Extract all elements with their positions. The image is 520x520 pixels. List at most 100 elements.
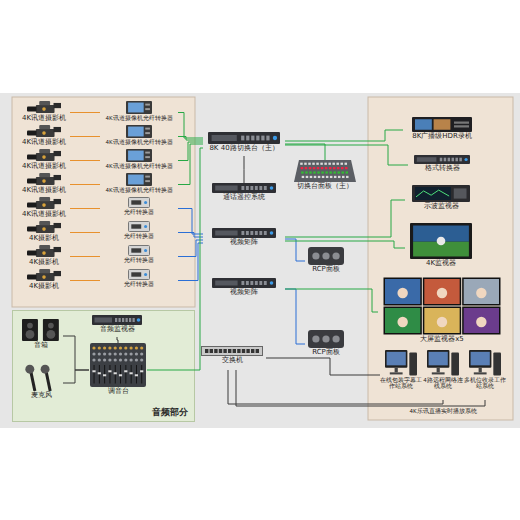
device-label: 示波监视器 [424,203,459,211]
device-label: 8K 40路切换台（主） [209,145,278,153]
signal-cable [117,337,118,343]
speakers-icon [22,319,60,341]
signal-cable [70,280,100,281]
device-label: 光纤转换器 [124,233,154,240]
signal-cable [285,200,405,237]
device-node: RCP面板 [305,245,347,277]
mixer-icon [90,343,146,387]
rack-icon [414,155,470,164]
conv-icon [128,245,150,256]
device-label: 音频监视器 [100,326,135,333]
signal-cable [147,148,203,370]
device-node: 4K讯道摄影机 [18,197,70,220]
device-label: 通话遥控系统 [223,194,265,202]
camera-icon [27,221,61,234]
camera-icon [27,245,61,258]
device-label: 麦克风 [31,392,52,400]
signal-cable [228,370,443,404]
device-label: 4K讯道摄像机光纤转换器 [105,187,172,193]
device-label: 4K讯道摄像机光纤转换器 [105,163,172,169]
device-node: 视频矩阵 [203,278,285,300]
device-label: 多机位收录工作站系统 [464,377,506,389]
device-node: 在线包装字幕工作站系统 [380,350,422,400]
device-label: 格式转换器 [425,165,460,173]
camera-icon [27,197,61,210]
device-label: 视频矩阵 [230,289,258,297]
device-node: 4K摄影机 [18,245,70,268]
signal-cable [236,370,485,406]
signal-cable [178,240,203,257]
device-node: 4路远程网络连线系统 [422,350,464,400]
signal-cable [70,232,100,233]
camera-icon [27,149,61,162]
signal-cable [70,184,100,185]
device-node: 音频监视器 [87,315,147,337]
device-label: 4K讯道摄影机 [22,163,66,171]
device-label: 视频矩阵 [230,239,258,247]
device-label: 4K讯道摄像机光纤转换器 [105,139,172,145]
device-node: RCP面板 [305,328,347,360]
conv-icon [128,269,150,280]
conv4k-icon [126,125,152,138]
device-node: 切换台面板（主） [290,160,360,193]
device-label: 交换机 [222,357,243,365]
device-node: 光纤转换器 [100,245,178,268]
device-node: 4K讯道摄影机 [18,101,70,124]
system-note: 4K乐讯直播实时播放系统 [376,408,510,414]
conv-icon [128,197,150,208]
device-node: 4K讯道摄影机 [18,149,70,172]
device-node: 光纤转换器 [100,221,178,244]
device-label: 4K摄影机 [29,259,59,267]
device-node: 大屏监视器x5 [378,277,506,347]
device-node: 4K摄影机 [18,221,70,244]
conv4k-icon [126,101,152,114]
rcp-icon [308,328,344,348]
camera-icon [27,269,61,282]
device-node: 8K广播级HDR录机 [403,117,481,143]
signal-cable [244,156,245,183]
device-node: 通话遥控系统 [203,183,285,205]
signal-cable [285,144,325,160]
device-label: 4路远程网络连线系统 [422,377,464,389]
signal-cable [285,289,305,344]
camera-icon [27,173,61,186]
device-label: 光纤转换器 [124,257,154,264]
monitor-icon [410,223,472,259]
conv4k-icon [126,173,152,186]
device-node: 格式转换器 [408,155,476,175]
device-node: 视频矩阵 [203,228,285,250]
display-panel [368,97,513,420]
signal-cable [70,256,100,257]
computer-icon [469,350,501,376]
device-label: 4K摄影机 [29,283,59,291]
signal-cable [70,208,100,209]
device-node: 4K讯道摄影机 [18,173,70,196]
computer-icon [385,350,417,376]
signal-cable [285,130,403,141]
device-node: 交换机 [198,346,266,370]
device-label: 4K讯道摄影机 [22,115,66,123]
device-node: 麦克风 [19,363,63,403]
device-node: 多机位收录工作站系统 [464,350,506,400]
computer-icon [427,350,459,376]
system-band [0,93,520,428]
signal-cable [70,160,100,161]
signal-cable [178,144,203,185]
signal-cable [285,289,378,312]
device-label: 音箱 [34,342,48,350]
scope-icon [412,185,470,202]
rack-icon [92,315,142,325]
device-label: 光纤转换器 [124,281,154,288]
device-node: 4K讯道摄像机光纤转换器 [100,149,178,172]
recorder-icon [412,117,472,132]
camera-panel [12,97,195,307]
device-label: 4K讯道摄像机光纤转换器 [105,115,172,121]
signal-cable [70,136,100,137]
device-label: 4K摄影机 [29,235,59,243]
signal-cable [285,145,408,165]
device-node: 4K监视器 [405,223,477,273]
signal-cable [178,233,203,238]
wall-icon [383,277,501,335]
device-node: 4K摄影机 [18,269,70,292]
